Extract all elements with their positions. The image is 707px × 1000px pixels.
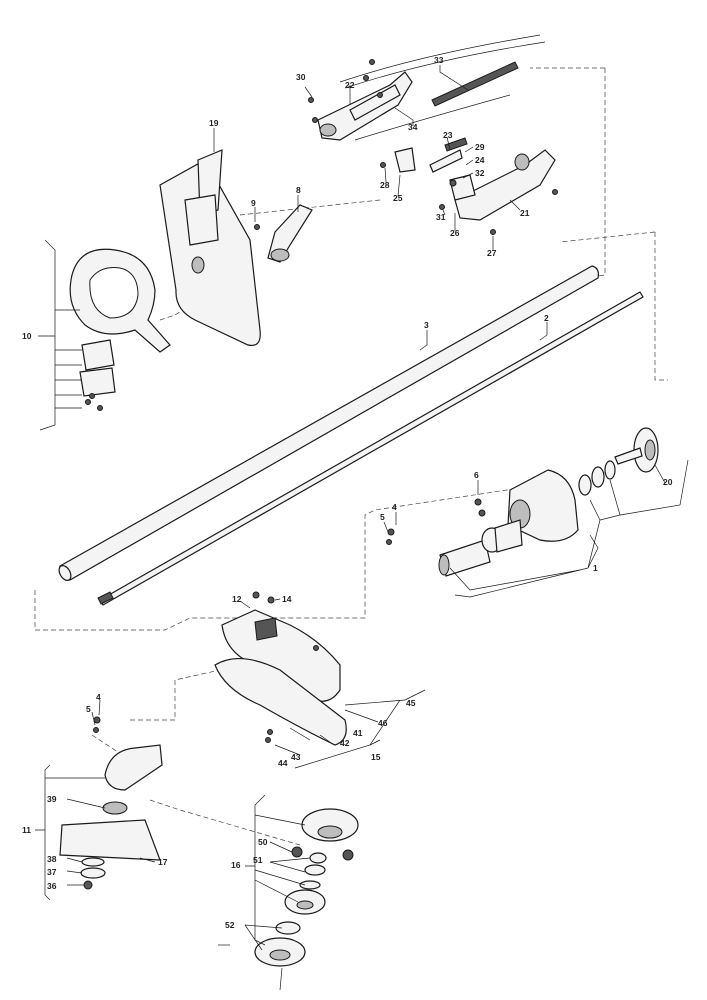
label-part-34: 34 xyxy=(408,122,418,132)
label-part-25: 25 xyxy=(393,193,403,203)
label-part-52: 52 xyxy=(225,920,235,930)
label-part-27: 27 xyxy=(487,248,497,258)
clutch-housing-assembly xyxy=(386,427,659,577)
loop-handle xyxy=(69,248,171,411)
label-part-37: 37 xyxy=(47,867,57,877)
label-part-19: 19 xyxy=(209,118,219,128)
label-part-11: 11 xyxy=(22,825,31,835)
label-part-12: 12 xyxy=(232,594,242,604)
throttle-handle-assembly xyxy=(308,34,558,235)
label-part-4-upper: 4 xyxy=(392,502,397,512)
label-part-43: 43 xyxy=(291,752,301,762)
label-part-6: 6 xyxy=(474,470,479,480)
label-part-42: 42 xyxy=(340,738,350,748)
label-part-23: 23 xyxy=(443,130,453,140)
label-part-2: 2 xyxy=(544,313,549,323)
label-part-44: 44 xyxy=(278,758,288,768)
label-part-17: 17 xyxy=(158,857,168,867)
label-part-36: 36 xyxy=(47,881,57,891)
label-part-20: 20 xyxy=(663,477,673,487)
label-part-51: 51 xyxy=(253,855,263,865)
label-part-45: 45 xyxy=(406,698,416,708)
label-part-9: 9 xyxy=(251,198,256,208)
harness-plate xyxy=(159,149,261,347)
shaft-tube xyxy=(58,265,599,581)
guard-assembly xyxy=(214,591,347,746)
label-part-39: 39 xyxy=(47,794,57,804)
label-part-50: 50 xyxy=(258,837,268,847)
label-part-30: 30 xyxy=(296,72,306,82)
part-labels: 33 30 22 34 23 29 24 32 28 25 31 21 26 2… xyxy=(22,55,673,930)
label-part-33: 33 xyxy=(434,55,444,65)
label-part-10: 10 xyxy=(22,331,32,341)
label-part-26: 26 xyxy=(450,228,460,238)
label-part-1: 1 xyxy=(593,563,598,573)
gear-head-assembly xyxy=(59,716,163,890)
label-part-16: 16 xyxy=(231,860,241,870)
label-part-38: 38 xyxy=(47,854,57,864)
label-part-5-lower: 5 xyxy=(86,704,91,714)
label-part-21: 21 xyxy=(520,208,530,218)
label-part-15: 15 xyxy=(371,752,381,762)
label-part-8: 8 xyxy=(296,185,301,195)
label-part-32: 32 xyxy=(475,168,485,178)
label-part-29: 29 xyxy=(475,142,485,152)
label-part-28: 28 xyxy=(380,180,390,190)
label-part-31: 31 xyxy=(436,212,446,222)
bracket xyxy=(254,204,313,263)
label-part-5-upper: 5 xyxy=(380,512,385,522)
label-part-14: 14 xyxy=(282,594,292,604)
label-part-3: 3 xyxy=(424,320,429,330)
drive-shaft xyxy=(97,291,644,606)
label-part-41: 41 xyxy=(353,728,363,738)
label-part-4-lower: 4 xyxy=(96,692,101,702)
leader-lines xyxy=(35,65,689,991)
label-part-24: 24 xyxy=(475,155,485,165)
label-part-22: 22 xyxy=(345,80,355,90)
label-part-46: 46 xyxy=(378,718,388,728)
trimmer-head-assembly xyxy=(254,808,359,967)
